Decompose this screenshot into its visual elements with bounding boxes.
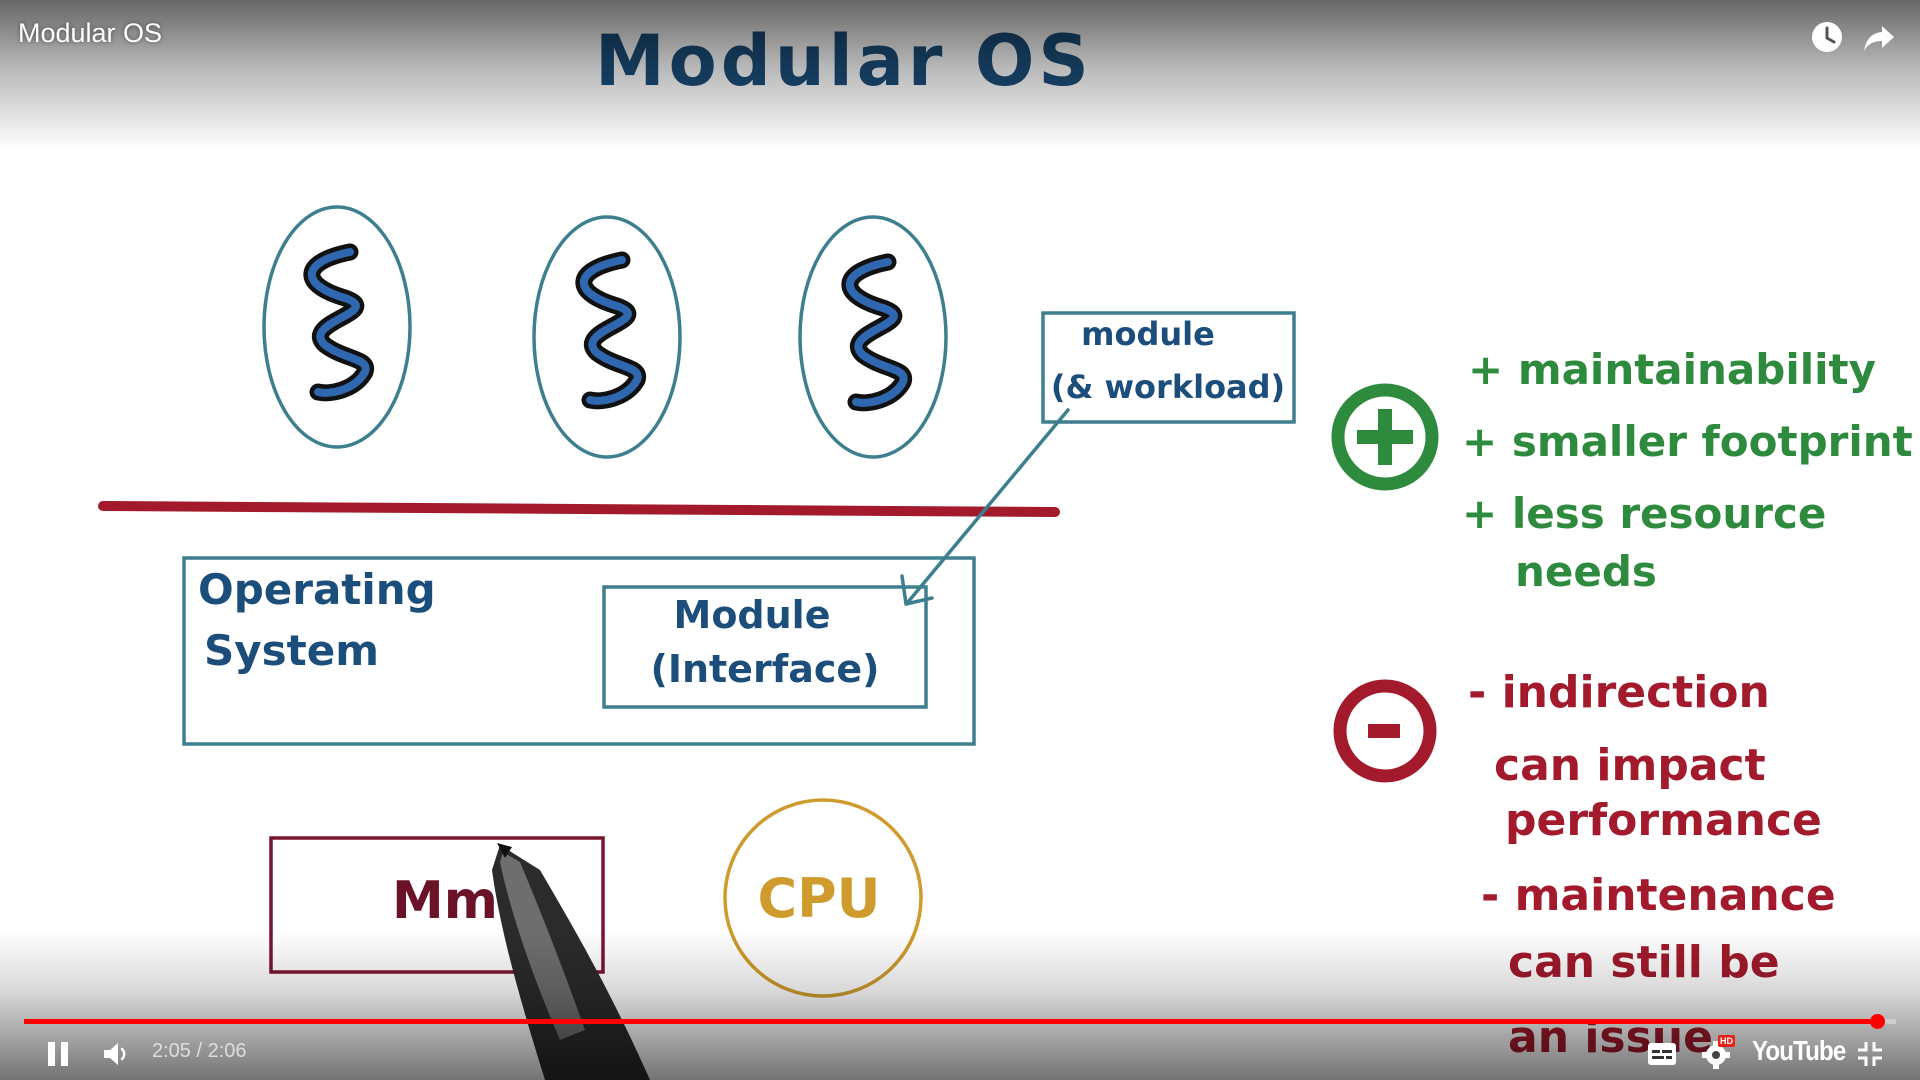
hd-badge: HD	[1718, 1035, 1735, 1047]
memory-label: Mm	[392, 871, 498, 931]
captions-icon	[1648, 1043, 1676, 1065]
pro-item-4: needs	[1515, 547, 1657, 596]
os-label-2: System	[204, 626, 379, 675]
youtube-logo[interactable]: YouTube	[1752, 1035, 1846, 1066]
module-workload-box: module (& workload)	[1041, 311, 1296, 424]
board-heading: Modular OS	[595, 20, 1093, 102]
app-process-3	[798, 215, 948, 459]
pause-button[interactable]	[38, 1036, 78, 1072]
share-button[interactable]	[1858, 16, 1900, 58]
exit-fullscreen-button[interactable]	[1850, 1036, 1890, 1072]
time-display: 2:05 / 2:06	[152, 1040, 247, 1062]
plus-circle-icon	[1331, 383, 1439, 491]
os-label-1: Operating	[198, 565, 436, 614]
progress-scrubber[interactable]	[1870, 1014, 1886, 1029]
con-item-3: performance	[1505, 795, 1822, 846]
share-arrow-icon	[1864, 26, 1894, 51]
pro-item-1: + maintainability	[1468, 345, 1876, 394]
app-process-2	[532, 215, 682, 459]
exit-fullscreen-icon	[1858, 1042, 1882, 1066]
watch-later-button[interactable]	[1806, 16, 1848, 58]
pro-item-2: + smaller footprint	[1462, 417, 1913, 466]
pen-image	[492, 843, 650, 1080]
con-item-5: can still be	[1508, 937, 1780, 988]
volume-button[interactable]	[96, 1036, 136, 1072]
pause-icon	[48, 1042, 68, 1066]
pro-item-3: + less resource	[1462, 489, 1826, 538]
module-interface-label-2: (Interface)	[650, 647, 879, 691]
user-kernel-boundary-line	[98, 501, 1060, 517]
app-process-1	[262, 205, 412, 449]
video-title[interactable]: Modular OS	[18, 18, 163, 48]
clock-icon	[1812, 22, 1842, 52]
volume-icon	[104, 1043, 126, 1065]
cpu-circle: CPU	[723, 798, 923, 998]
module-workload-label-1: module	[1081, 315, 1215, 353]
settings-button[interactable]: HD	[1696, 1034, 1740, 1074]
con-item-4: - maintenance	[1481, 870, 1836, 921]
con-item-2: can impact	[1494, 740, 1766, 791]
module-workload-label-2: (& workload)	[1051, 368, 1285, 406]
progress-bar[interactable]	[24, 1014, 1896, 1029]
con-item-1: - indirection	[1468, 667, 1770, 718]
captions-button[interactable]	[1642, 1036, 1682, 1072]
module-interface-box: Module (Interface)	[602, 585, 928, 709]
minus-circle-icon	[1333, 679, 1437, 783]
module-interface-label-1: Module	[674, 593, 831, 637]
operating-system-box: Operating System	[182, 556, 976, 746]
cpu-label: CPU	[757, 867, 880, 930]
gear-icon	[1702, 1041, 1730, 1069]
progress-played	[24, 1019, 1878, 1024]
